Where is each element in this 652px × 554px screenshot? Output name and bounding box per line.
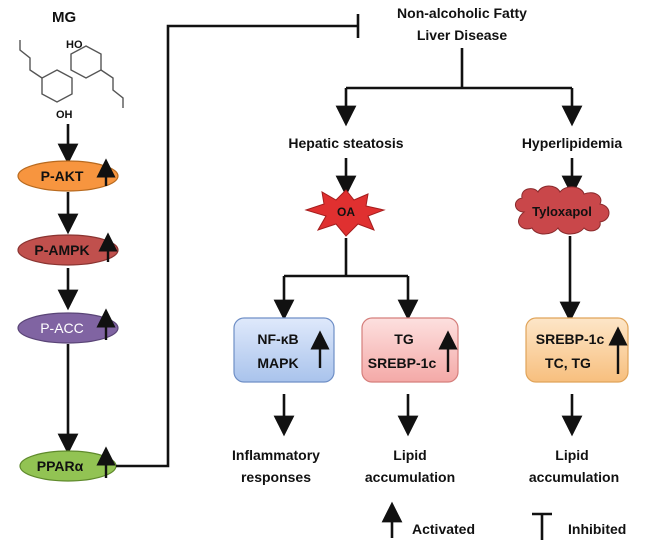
srebp-tc-tg-box	[525, 317, 629, 383]
p-ampk-label: P-AMPK	[34, 242, 89, 258]
outcome-arrows	[273, 394, 583, 437]
nfkb-mapk-box	[233, 317, 335, 383]
hyperlipidemia-label: Hyperlipidemia	[522, 135, 623, 151]
tg-srebp-box	[361, 317, 459, 383]
magnolol-structure-icon	[19, 40, 124, 108]
oa-label: OA	[337, 205, 355, 219]
hepatic-steatosis-label: Hepatic steatosis	[288, 135, 403, 151]
inflammatory-line1: Inflammatory	[232, 447, 320, 463]
branch-arrows-down	[335, 158, 583, 197]
p-acc-node	[17, 312, 119, 344]
oa-split-arrows	[273, 238, 419, 321]
legend-inhibited-icon	[532, 512, 552, 540]
tyloxapol-label: Tyloxapol	[532, 204, 592, 219]
disease-title-line1: Non-alcoholic Fatty	[397, 5, 527, 21]
srebp1c-label: SREBP-1c	[368, 355, 437, 371]
tg-label: TG	[394, 331, 414, 347]
oh-top-label: HO	[66, 39, 83, 51]
srebp1c-hyper-label: SREBP-1c	[536, 331, 605, 347]
p-acc-label: P-ACC	[40, 320, 84, 336]
lipid-accumulation-2-line1: Lipid	[555, 447, 588, 463]
tc-tg-label: TC, TG	[545, 355, 591, 371]
p-akt-node	[17, 160, 119, 192]
oh-bottom-label: OH	[56, 109, 73, 121]
nfkb-label: NF-κB	[257, 331, 298, 347]
inhibition-connector	[116, 14, 360, 468]
disease-title-line2: Liver Disease	[417, 27, 507, 43]
p-ampk-node	[17, 234, 119, 266]
tyloxapol-inducer-cloud	[515, 185, 610, 235]
inflammatory-line2: responses	[241, 469, 311, 485]
ppar-alpha-label: PPARα	[37, 458, 84, 474]
legend-inhibited-label: Inhibited	[568, 521, 626, 537]
lipid-accumulation-1-line1: Lipid	[393, 447, 426, 463]
mapk-label: MAPK	[257, 355, 298, 371]
compound-name: MG	[52, 9, 76, 26]
lipid-accumulation-2-line2: accumulation	[529, 469, 619, 485]
legend-activated-label: Activated	[412, 521, 475, 537]
p-akt-label: P-AKT	[41, 168, 84, 184]
oa-inducer-burst	[304, 189, 386, 237]
lipid-accumulation-1-line2: accumulation	[365, 469, 455, 485]
disease-branch-arrows	[335, 48, 583, 127]
